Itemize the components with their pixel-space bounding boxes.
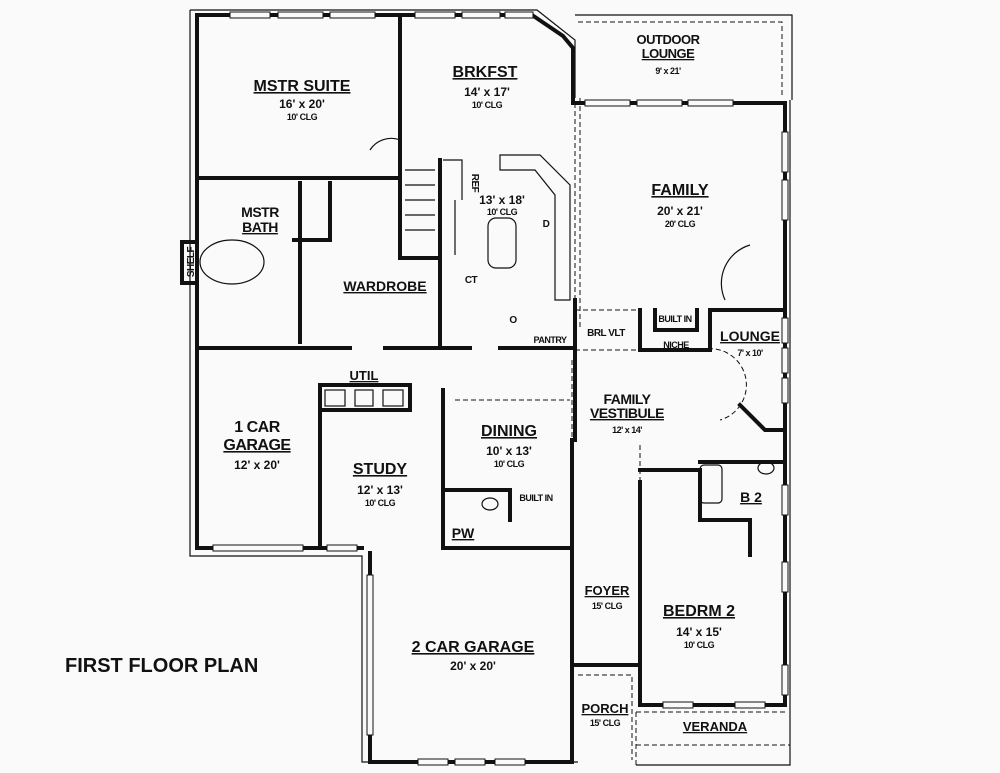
- built-in-label: BUILT IN: [658, 314, 691, 324]
- room-outdoor-lounge: OUTDOOR LOUNGE 9' x 21': [637, 32, 702, 76]
- room-name: LOUNGE: [642, 46, 695, 61]
- room-name: OUTDOOR: [637, 32, 701, 47]
- built-in-label: BUILT IN: [519, 493, 552, 503]
- room-name: 2 CAR GARAGE: [412, 639, 535, 656]
- room-size: 9' x 21': [655, 66, 681, 76]
- room-size: 13' x 18': [479, 193, 525, 207]
- room-size: 20' x 20': [450, 659, 496, 673]
- room-dining: DINING 10' x 13' 10' CLG: [481, 423, 537, 469]
- room-size: 16' x 20': [279, 97, 325, 111]
- room-family-vestibule: FAMILY VESTIBULE 12' x 14': [590, 391, 665, 435]
- room-name: MSTR SUITE: [254, 78, 351, 95]
- fixtures-outline: [199, 103, 790, 765]
- room-name: 1 CAR: [234, 419, 280, 436]
- pantry-label: PANTRY: [534, 335, 567, 345]
- room-wardrobe: WARDROBE: [343, 278, 426, 294]
- room-ceiling: 10' CLG: [287, 112, 318, 122]
- room-size: 12' x 20': [234, 458, 280, 472]
- room-mstr-suite: MSTR SUITE 16' x 20' 10' CLG: [254, 78, 351, 122]
- room-ceiling: 10' CLG: [684, 640, 715, 650]
- room-foyer: FOYER 15' CLG: [585, 583, 630, 611]
- room-garage-1: 1 CAR GARAGE 12' x 20': [223, 419, 292, 472]
- room-ceiling: 10' CLG: [365, 498, 396, 508]
- room-size: 14' x 15': [676, 625, 722, 639]
- room-porch: PORCH 15' CLG: [582, 701, 629, 728]
- room-size: 12' x 13': [357, 483, 403, 497]
- interior-walls: [195, 13, 787, 667]
- ref-label: REF: [469, 174, 480, 193]
- room-ceiling: 10' CLG: [494, 459, 525, 469]
- room-ceiling: 10' CLG: [487, 207, 518, 217]
- room-size: 14' x 17': [464, 85, 510, 99]
- brl-vlt-label: BRL VLT: [587, 328, 625, 339]
- room-pw: PW: [452, 525, 475, 541]
- room-name: BRKFST: [453, 64, 518, 81]
- room-name: DINING: [481, 423, 537, 440]
- room-name: MSTR: [241, 204, 279, 220]
- room-mstr-bath: MSTR BATH: [241, 204, 280, 235]
- room-lounge: LOUNGE 7' x 10': [720, 328, 780, 358]
- room-ceiling: 15' CLG: [592, 601, 623, 611]
- windows: [212, 11, 789, 766]
- room-brkfst: BRKFST 14' x 17' 10' CLG: [453, 64, 518, 110]
- cooktop-label: CT: [465, 275, 478, 286]
- oven-label: O: [509, 315, 517, 326]
- dishwasher-label: D: [543, 219, 550, 230]
- room-name: FAMILY: [603, 391, 651, 407]
- room-name: GARAGE: [223, 437, 291, 454]
- plan-title: FIRST FLOOR PLAN: [65, 655, 258, 677]
- room-b2: B 2: [740, 489, 762, 505]
- room-size: 10' x 13': [486, 444, 532, 458]
- room-ceiling: 10' CLG: [472, 100, 503, 110]
- shelf-label: SHELF: [186, 246, 197, 277]
- room-veranda: VERANDA: [683, 719, 748, 734]
- room-name: VESTIBULE: [590, 405, 664, 421]
- room-size: 20' x 21': [657, 204, 703, 218]
- room-family: FAMILY 20' x 21' 20' CLG: [651, 182, 709, 229]
- room-size: 7' x 10': [737, 348, 763, 358]
- room-bedrm-2: BEDRM 2 14' x 15' 10' CLG: [663, 603, 735, 650]
- room-name: STUDY: [353, 461, 408, 478]
- outer-outline: [189, 9, 793, 766]
- room-size: 12' x 14': [612, 425, 642, 435]
- niche-label: NICHE: [663, 340, 689, 350]
- room-name: FAMILY: [651, 182, 709, 199]
- room-name: BEDRM 2: [663, 603, 735, 620]
- room-name: PORCH: [582, 701, 629, 716]
- room-name: LOUNGE: [720, 328, 780, 344]
- room-ceiling: 20' CLG: [665, 219, 696, 229]
- room-study: STUDY 12' x 13' 10' CLG: [353, 461, 408, 508]
- room-kitchen: 13' x 18' 10' CLG: [479, 193, 525, 217]
- room-ceiling: 15' CLG: [590, 718, 621, 728]
- room-name: BATH: [242, 219, 278, 235]
- room-name: FOYER: [585, 583, 630, 598]
- room-garage-2: 2 CAR GARAGE 20' x 20': [412, 639, 535, 673]
- room-util: UTIL: [350, 368, 379, 383]
